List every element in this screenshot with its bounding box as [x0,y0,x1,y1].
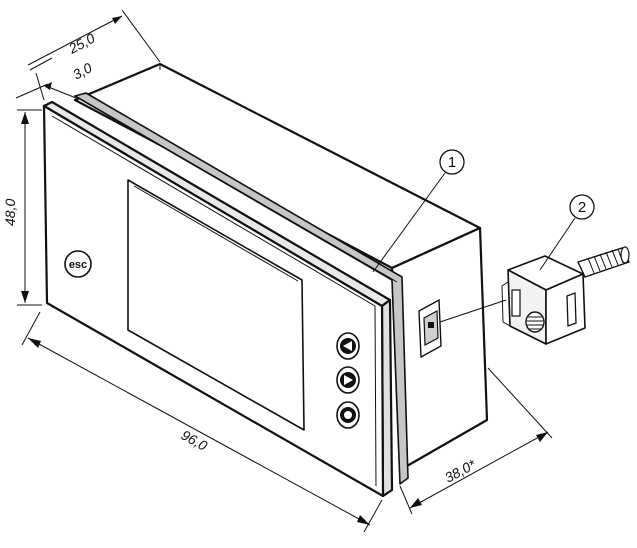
display-window [127,179,305,431]
dim-height-label: 48,0 [2,199,18,226]
dim-38-ext-right [487,367,553,439]
front-bezel [42,100,394,498]
esc-button-label: esc [69,259,87,271]
esc-button[interactable]: esc [64,250,92,278]
dim-25-ext-left [35,72,45,101]
gasket-inner-edge [83,100,398,283]
clamp-insertion-line [439,299,507,323]
gasket-frame [74,92,409,485]
dimension-height: 48,0 [2,109,42,306]
gasket [74,92,409,485]
dim-depth-total-label: 25,0 [65,30,98,57]
clamp-hook-slot [511,289,521,317]
dim-25-ext-right [121,9,161,63]
dim-96-line [27,337,371,526]
callout-gasket: 1 [372,149,465,273]
dim-48-arrow-bottom [21,291,29,303]
dim-3-ext [45,85,77,99]
clamp-hook [501,281,513,328]
callout-clamp: 2 [539,194,595,271]
dim-cutout-label: 38,0* [442,456,479,486]
callout-2-number: 2 [578,199,586,216]
dim-96-ext-right [363,499,383,533]
clamp-screw-knurl [527,316,543,330]
dim-96-arrow-left [28,338,41,348]
dim-25-line [27,15,123,66]
dim-96-ext-left [21,311,41,346]
fixing-clamp [439,246,630,345]
callout-1-leader [372,172,446,273]
dim-3-arrow [44,82,52,90]
clamp-slot [418,298,442,359]
callout-1-number: 1 [448,154,456,171]
callout-2-leader [539,217,576,271]
enter-icon [344,411,352,419]
clamp-side-slot [566,292,577,327]
dim-width-label: 96,0 [179,427,211,454]
left-arrow-button[interactable] [336,332,360,360]
dim-48-arrow-top [21,112,29,124]
display-window-shade [133,185,299,282]
dim-3-line-b [15,83,49,99]
clamp-rod-end [620,246,630,264]
dim-38-ext-left [399,485,413,515]
dim-96-arrow-right [357,515,370,525]
clamp-rod-thread [587,248,624,274]
callout-1-circle [439,149,465,175]
dim-38-arrow-left [410,498,422,508]
dim-front-thickness-label: 3,0 [70,59,95,82]
dim-38-line [409,431,549,509]
right-arrow-icon [344,375,353,385]
callout-2-circle [569,194,595,220]
clamp-side [545,273,586,345]
enter-button[interactable] [336,401,360,429]
right-arrow-button[interactable] [336,366,360,394]
dim-38-arrow-right [536,432,548,442]
dim-25-arrow [112,16,122,24]
clamp-slot-hole [428,322,434,328]
left-arrow-icon [343,341,352,351]
bezel-inset-line [51,115,377,487]
dim-3-line-a [29,57,53,71]
